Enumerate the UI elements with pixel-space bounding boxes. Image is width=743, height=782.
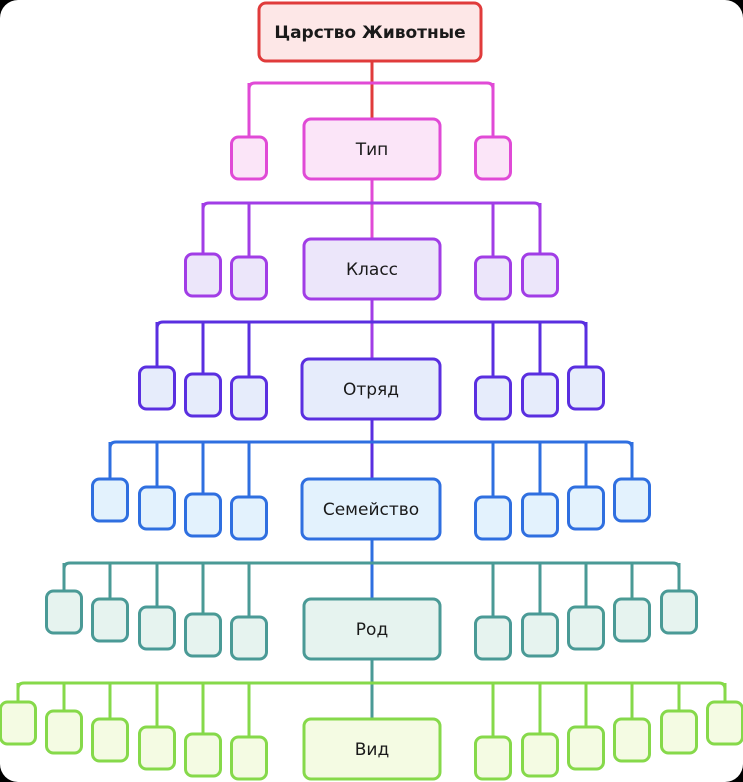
species-side-boxes: [0, 700, 743, 781]
genus-side-box-right: [613, 597, 651, 643]
connector-family: [108, 419, 634, 499]
class-label: Класс: [346, 260, 398, 280]
class-side-box-left: [184, 252, 222, 298]
phylum-label: Тип: [355, 140, 389, 160]
phylum-box: [302, 117, 442, 181]
order-label: Отряд: [343, 380, 399, 400]
order-side-boxes: [138, 365, 605, 421]
species-side-box-left: [91, 717, 129, 763]
genus-side-boxes: [45, 589, 698, 661]
connector-class: [201, 179, 542, 259]
genus-side-box-right: [660, 589, 698, 635]
species-side-box-left: [230, 735, 268, 781]
family-side-box-left: [138, 485, 176, 531]
connector-order: [155, 299, 588, 379]
order-box: [300, 357, 442, 421]
genus-side-box-left: [91, 597, 129, 643]
genus-box: [302, 597, 442, 661]
phylum-side-box-right: [474, 135, 512, 181]
genus-node: Род: [302, 597, 442, 661]
genus-side-box-left: [45, 589, 83, 635]
family-side-box-left: [184, 492, 222, 538]
phylum-side-boxes: [230, 135, 512, 181]
species-label: Вид: [355, 740, 389, 760]
species-side-box-left: [184, 732, 222, 778]
phylum-side-box-left: [230, 135, 268, 181]
genus-side-box-right: [474, 615, 512, 661]
species-side-box-right: [613, 717, 651, 763]
kingdom-box: [257, 1, 483, 63]
class-node: Класс: [302, 237, 442, 301]
connector-species: [16, 659, 727, 739]
species-side-box-right: [521, 732, 559, 778]
family-box: [300, 477, 442, 541]
connectors: [16, 61, 727, 739]
order-side-box-right: [567, 365, 605, 411]
class-side-boxes: [184, 252, 559, 301]
species-side-box-left: [0, 700, 37, 746]
order-node: Отряд: [300, 357, 442, 421]
order-side-box-left: [230, 375, 268, 421]
genus-label: Род: [356, 620, 388, 640]
genus-side-box-left: [184, 612, 222, 658]
family-side-box-left: [91, 477, 129, 523]
family-side-boxes: [91, 477, 651, 541]
family-side-box-right: [474, 495, 512, 541]
species-node: Вид: [302, 717, 442, 781]
family-side-box-right: [567, 485, 605, 531]
phylum-node: Тип: [302, 117, 442, 181]
genus-side-box-right: [521, 612, 559, 658]
species-side-box-left: [138, 725, 176, 771]
class-box: [302, 237, 442, 301]
species-box: [302, 717, 442, 781]
genus-side-box-right: [567, 605, 605, 651]
family-node: Семейство: [300, 477, 442, 541]
order-side-box-left: [138, 365, 176, 411]
species-side-box-left: [45, 709, 83, 755]
genus-side-box-left: [230, 615, 268, 661]
kingdom-node: Царство Животные: [257, 1, 483, 63]
genus-side-box-left: [138, 605, 176, 651]
family-side-box-right: [613, 477, 651, 523]
connector-phylum: [247, 61, 495, 139]
connector-genus: [62, 539, 681, 619]
order-side-box-right: [474, 375, 512, 421]
class-side-box-left: [230, 255, 268, 301]
family-label: Семейство: [323, 500, 419, 520]
class-side-box-right: [474, 255, 512, 301]
family-side-box-left: [230, 495, 268, 541]
species-side-box-right: [660, 709, 698, 755]
species-side-box-right: [567, 725, 605, 771]
order-side-box-left: [184, 372, 222, 418]
family-side-box-right: [521, 492, 559, 538]
class-side-box-right: [521, 252, 559, 298]
species-side-box-right: [474, 735, 512, 781]
species-side-box-right: [706, 700, 743, 746]
order-side-box-right: [521, 372, 559, 418]
kingdom-label: Царство Животные: [274, 23, 465, 43]
